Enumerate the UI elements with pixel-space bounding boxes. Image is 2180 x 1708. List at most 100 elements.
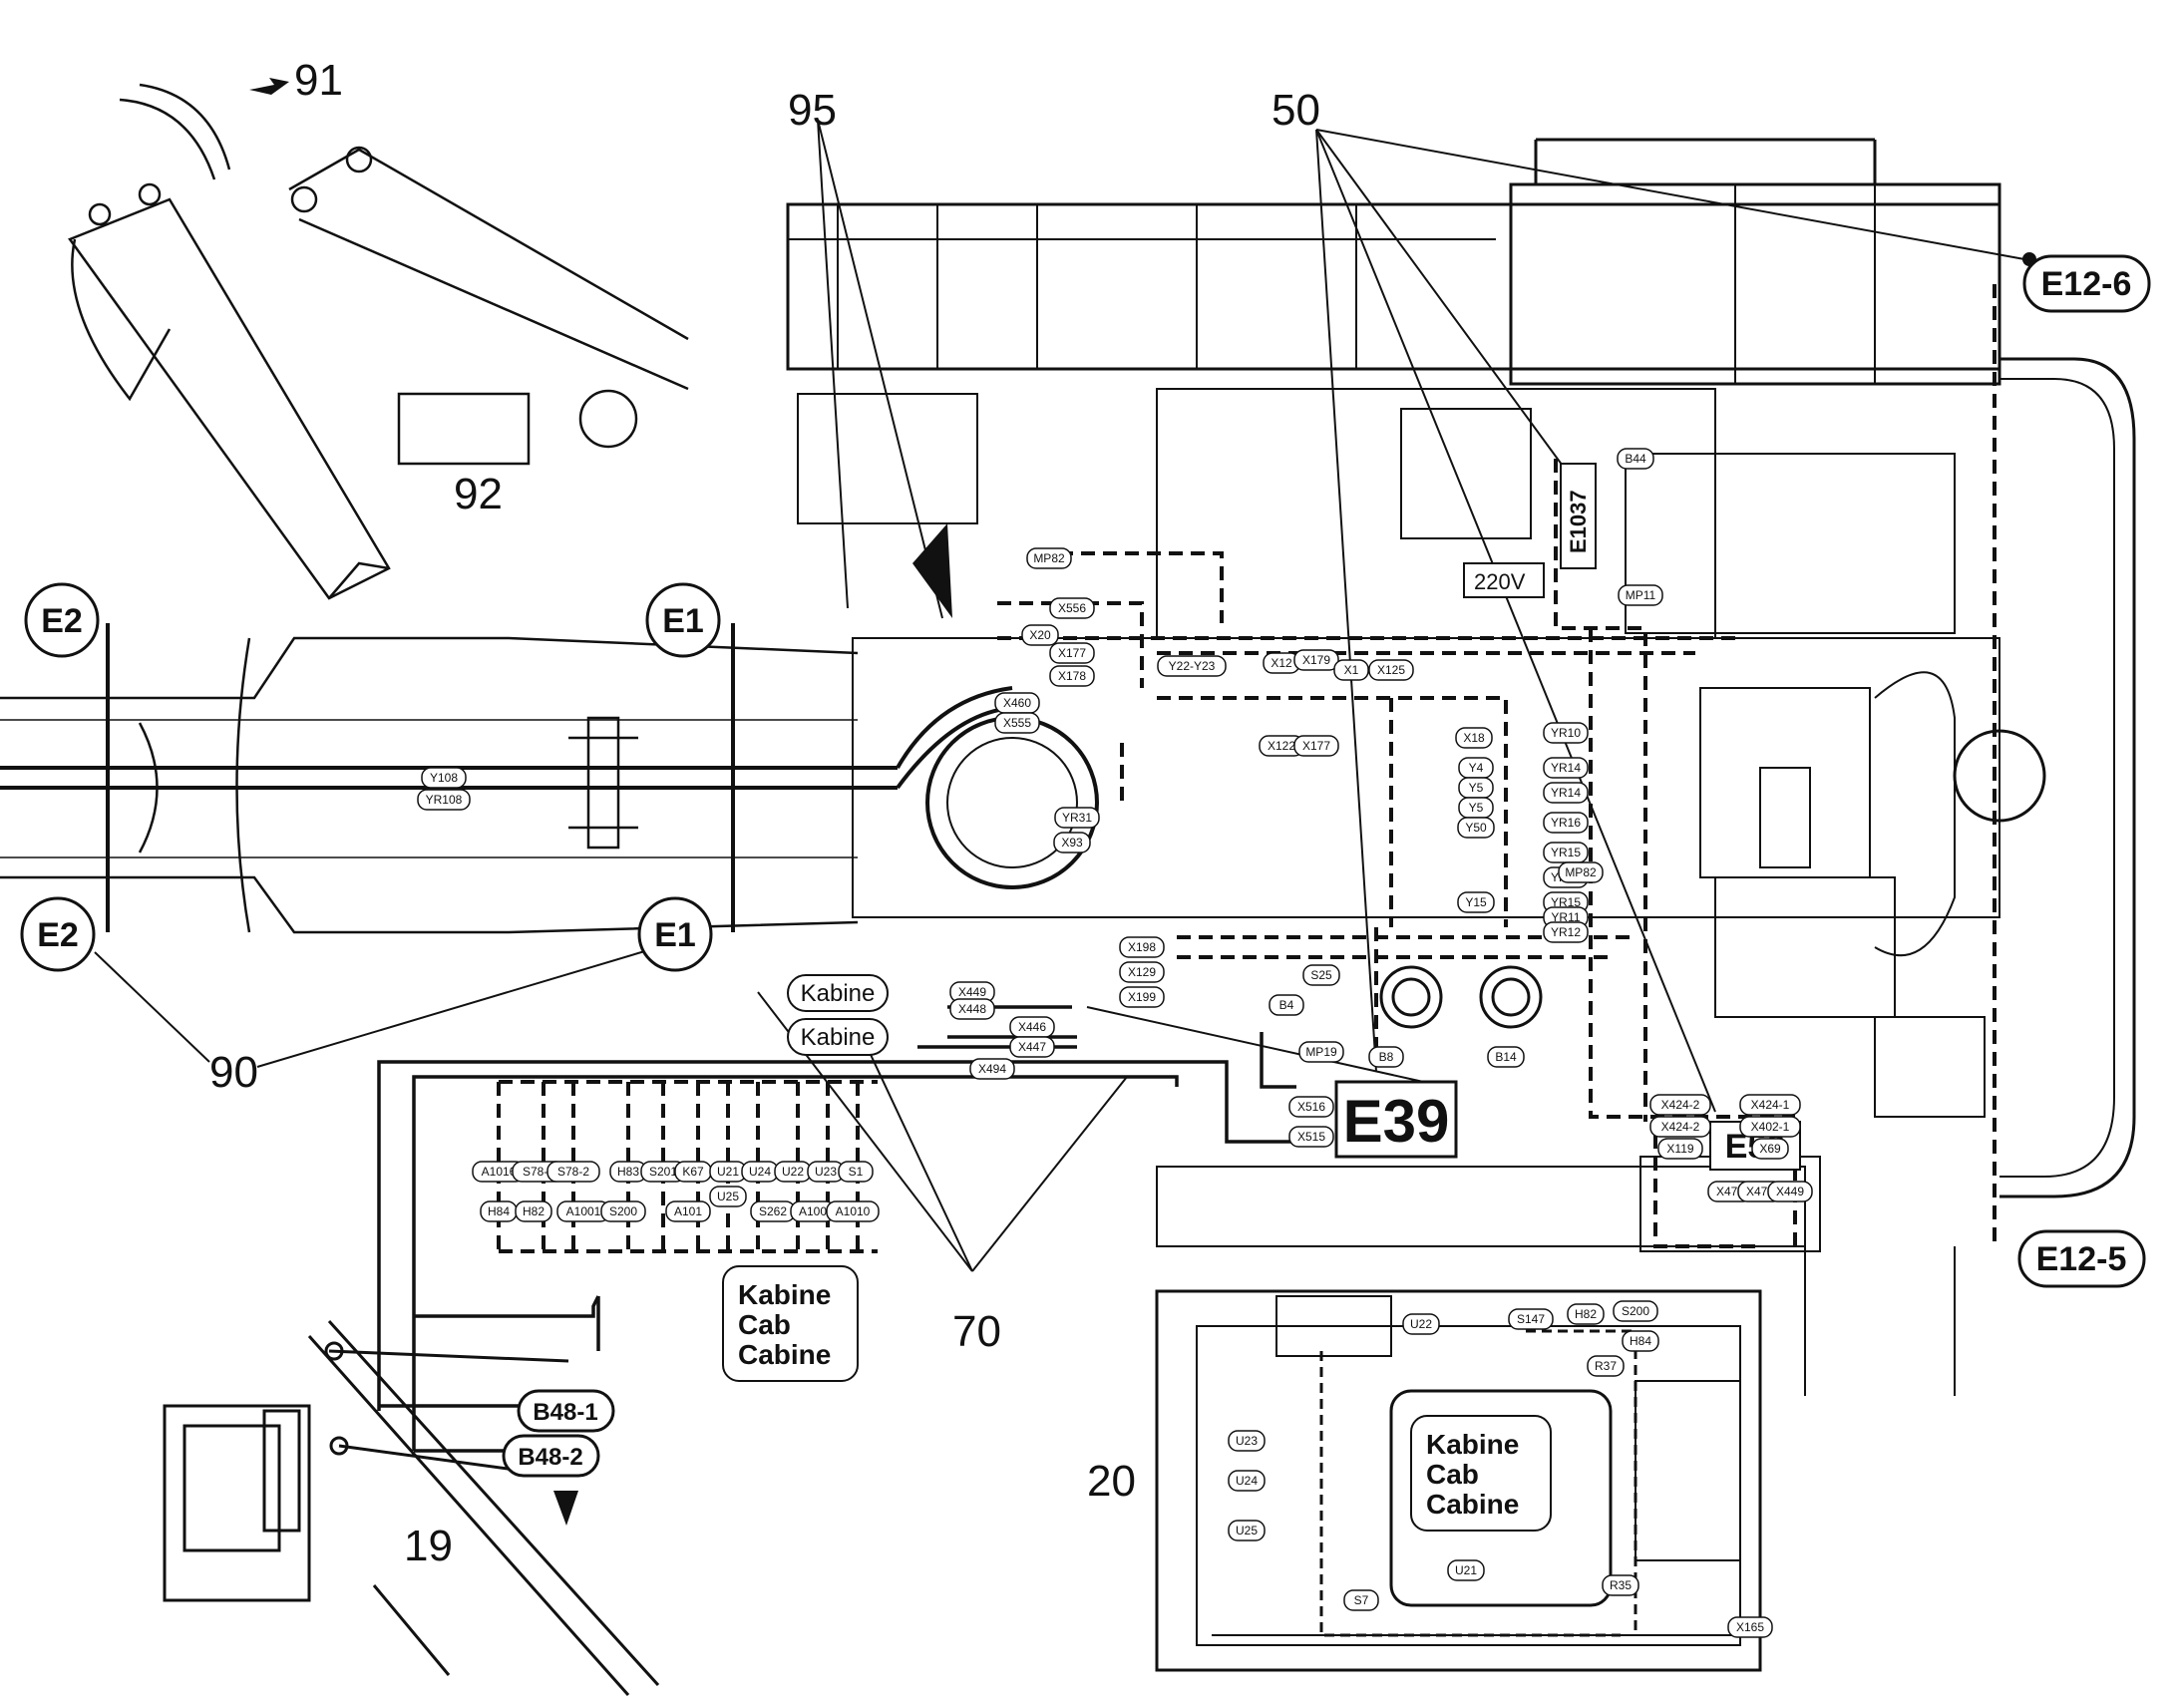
component-tag-u22: U22 [1402, 1313, 1440, 1335]
connector-e1-top: E1 [645, 582, 721, 658]
component-tag-x515: X515 [1288, 1126, 1334, 1148]
component-tag-x1: X1 [1333, 659, 1369, 681]
connector-label: E2 [37, 916, 79, 954]
component-label: X447 [1018, 1040, 1046, 1054]
component-label: X494 [978, 1062, 1006, 1076]
component-tag-u24: U24 [741, 1161, 779, 1183]
component-label: H82 [1575, 1307, 1597, 1321]
component-tag-r37: R37 [1587, 1355, 1625, 1377]
component-label: X460 [1003, 696, 1031, 710]
cab-drawing [163, 1319, 660, 1696]
component-tag-x449: X449 [1767, 1181, 1813, 1202]
component-tag-h83: H83 [609, 1161, 647, 1183]
component-tag-x424-1: X424-1 [1739, 1094, 1801, 1116]
callout-70: 70 [952, 1307, 1001, 1356]
component-label: H84 [1630, 1334, 1651, 1348]
component-label: X556 [1058, 601, 1086, 615]
harness-solid [377, 1005, 1306, 1453]
component-label: B4 [1279, 998, 1294, 1012]
component-label: A1001 [566, 1204, 601, 1218]
component-tag-y22-y23: Y22-Y23 [1157, 655, 1227, 677]
arrow-icon-91 [249, 78, 289, 95]
connector-e12-5: E12-5 [2017, 1229, 2146, 1288]
connector-e1-bottom: E1 [637, 896, 713, 972]
component-label: X472 [1746, 1185, 1774, 1198]
component-tag-s147: S147 [1508, 1308, 1554, 1330]
component-tag-s25: S25 [1302, 964, 1340, 986]
component-label: MP82 [1033, 551, 1065, 565]
component-label: YR10 [1551, 726, 1581, 740]
component-tag-u21: U21 [709, 1161, 747, 1183]
component-label: U25 [717, 1190, 739, 1203]
component-tag-y5: Y5 [1458, 777, 1494, 799]
component-tag-x20: X20 [1021, 624, 1059, 646]
component-label: A1016 [482, 1165, 517, 1179]
component-tag-b14: B14 [1487, 1046, 1525, 1068]
connector-label: E12-6 [2041, 265, 2132, 303]
component-label: X449 [958, 985, 986, 999]
component-label: U24 [1236, 1474, 1258, 1488]
harness-boom [0, 623, 1013, 932]
component-tag-u24: U24 [1228, 1470, 1266, 1492]
connector-kabine-2: Kabine [787, 1018, 889, 1056]
pump-circles [1379, 965, 1543, 1029]
connector-label: E39 [1343, 1088, 1450, 1155]
component-label: S7 [1354, 1593, 1369, 1607]
component-tag-u25: U25 [709, 1186, 747, 1207]
component-tag-x199: X199 [1119, 986, 1165, 1008]
component-label: YR15 [1551, 895, 1581, 909]
component-label: YR108 [426, 793, 463, 807]
component-label: X93 [1061, 836, 1083, 850]
component-label: S147 [1517, 1312, 1545, 1326]
component-tag-x178: X178 [1049, 665, 1095, 687]
connector-label: E2 [41, 602, 83, 640]
cabine-line: Cabine [738, 1339, 831, 1370]
component-label: X198 [1128, 940, 1156, 954]
component-label: R35 [1610, 1578, 1632, 1592]
component-tag-h82: H82 [515, 1200, 552, 1222]
component-tag-a101: A101 [665, 1200, 711, 1222]
component-label: Y4 [1469, 761, 1484, 775]
callout-95: 95 [788, 86, 837, 135]
component-label: S201 [649, 1165, 677, 1179]
component-label: MP11 [1626, 588, 1656, 602]
component-tag-x93: X93 [1053, 832, 1091, 854]
component-tag-k67: K67 [674, 1161, 712, 1183]
component-label: Y5 [1469, 781, 1484, 795]
cabine-line: Cabine [1426, 1489, 1519, 1520]
component-label: S200 [609, 1204, 637, 1218]
component-tag-x447: X447 [1009, 1036, 1055, 1058]
component-tag-x165: X165 [1727, 1616, 1773, 1638]
component-label: X424-1 [1751, 1098, 1790, 1112]
component-label: Y15 [1465, 895, 1487, 909]
component-tag-s7: S7 [1343, 1589, 1379, 1611]
component-tag-x460: X460 [994, 692, 1040, 714]
component-label: S200 [1622, 1304, 1649, 1318]
component-label: X122 [1268, 739, 1295, 753]
component-label: B8 [1379, 1050, 1394, 1064]
slew-ring [925, 716, 1099, 889]
component-tag-b4: B4 [1269, 994, 1304, 1016]
callout-90: 90 [209, 1048, 258, 1097]
component-tag-s262: S262 [750, 1200, 796, 1222]
component-tag-mp82: MP82 [1026, 547, 1072, 569]
component-label: X178 [1058, 669, 1086, 683]
connector-kabine-1: Kabine [787, 974, 889, 1012]
voltage-text: 220V [1474, 569, 1526, 594]
component-label: YR15 [1551, 846, 1581, 859]
connector-e2-top: E2 [24, 582, 100, 658]
component-label: R37 [1595, 1359, 1617, 1373]
component-tag-x177: X177 [1293, 735, 1339, 757]
component-tag-yr31: YR31 [1054, 807, 1100, 829]
component-tag-x555: X555 [994, 712, 1040, 734]
component-label: X179 [1302, 653, 1330, 667]
component-tag-x556: X556 [1049, 597, 1095, 619]
component-label: X69 [1759, 1142, 1781, 1156]
connector-label: Kabine [801, 1024, 876, 1051]
component-tag-x446: X446 [1009, 1016, 1055, 1038]
component-tag-u23: U23 [1228, 1430, 1266, 1452]
component-tag-yr16: YR16 [1543, 812, 1589, 834]
component-tag-s1: S1 [838, 1161, 874, 1183]
component-tag-y15: Y15 [1457, 891, 1495, 913]
connector-label: E1 [654, 916, 696, 954]
